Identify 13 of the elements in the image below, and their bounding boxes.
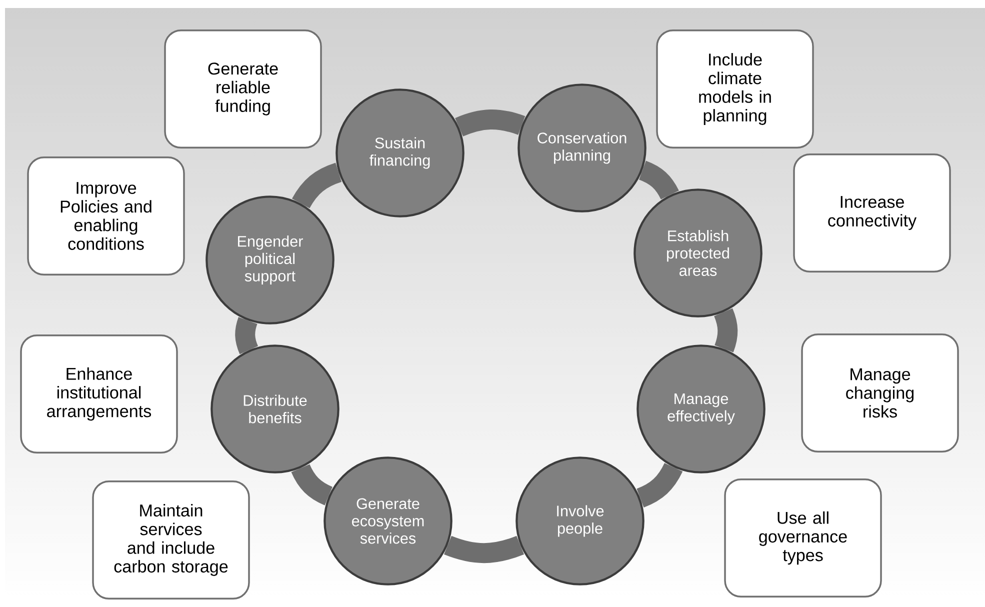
action-box: Use all governance types	[724, 478, 882, 598]
ring-segment	[714, 308, 738, 352]
action-box: Increase connectivity	[793, 153, 951, 273]
ring-segment	[455, 110, 525, 136]
action-box: Maintain services and include carbon storage	[92, 480, 250, 600]
ring-segment	[235, 317, 258, 354]
action-box: Enhance institutional arrangements	[20, 334, 178, 454]
action-box: Generate reliable funding	[164, 29, 322, 149]
ring-segment	[638, 160, 679, 200]
ring-segment	[291, 464, 333, 506]
action-box: Improve Policies and enabling conditions	[27, 156, 185, 276]
action-box: Manage changing risks	[801, 333, 959, 453]
action-box: Include climate models in planning	[656, 29, 814, 149]
